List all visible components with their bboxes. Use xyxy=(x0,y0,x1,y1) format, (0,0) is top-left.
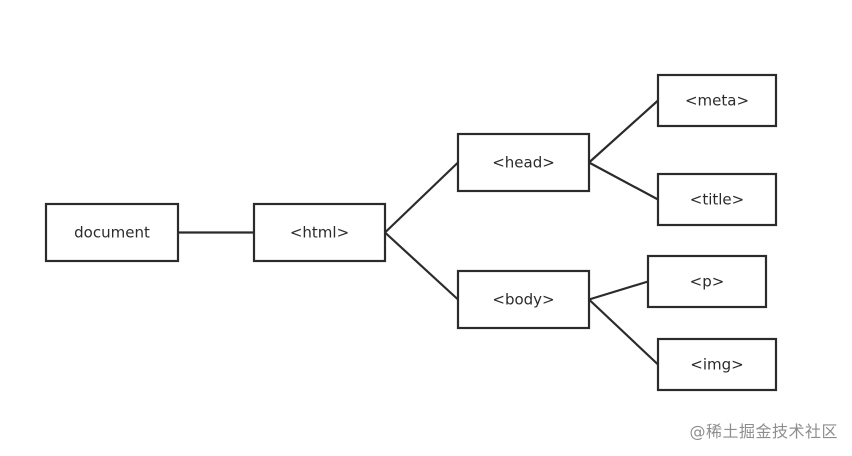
node-img: <img> xyxy=(656,337,778,392)
edge-body-to-p xyxy=(588,280,649,301)
node-label-img: <img> xyxy=(690,356,743,374)
node-box-p xyxy=(646,254,768,309)
node-box-img xyxy=(656,337,778,392)
node-head: <head> xyxy=(456,132,591,193)
watermark-text: @稀土掘金技术社区 xyxy=(689,422,838,441)
node-box-title xyxy=(656,172,778,227)
node-title: <title> xyxy=(656,172,778,227)
node-html: <html> xyxy=(252,202,387,263)
node-label-html: <html> xyxy=(290,224,349,242)
node-label-title: <title> xyxy=(690,191,744,209)
node-box-html xyxy=(252,202,387,263)
node-label-document: document xyxy=(74,224,150,242)
node-box-document xyxy=(44,202,180,263)
edge-head-to-title xyxy=(588,161,659,201)
node-document: document xyxy=(44,202,180,263)
node-label-p: <p> xyxy=(690,273,725,291)
edge-html-to-head xyxy=(384,161,459,234)
tree-nodes: document <html> <head> <body> <meta> <title> <… xyxy=(44,73,778,392)
node-box-head xyxy=(456,132,591,193)
edge-html-to-body xyxy=(384,231,459,301)
node-body: <body> xyxy=(456,269,591,330)
node-box-body xyxy=(456,269,591,330)
edge-head-to-meta xyxy=(588,99,659,164)
node-p: <p> xyxy=(646,254,768,309)
node-label-body: <body> xyxy=(492,291,554,309)
edge-body-to-img xyxy=(588,298,659,366)
node-label-meta: <meta> xyxy=(685,92,749,110)
node-box-meta xyxy=(656,73,778,128)
node-meta: <meta> xyxy=(656,73,778,128)
node-label-head: <head> xyxy=(492,154,555,172)
tree-edges xyxy=(178,99,659,366)
